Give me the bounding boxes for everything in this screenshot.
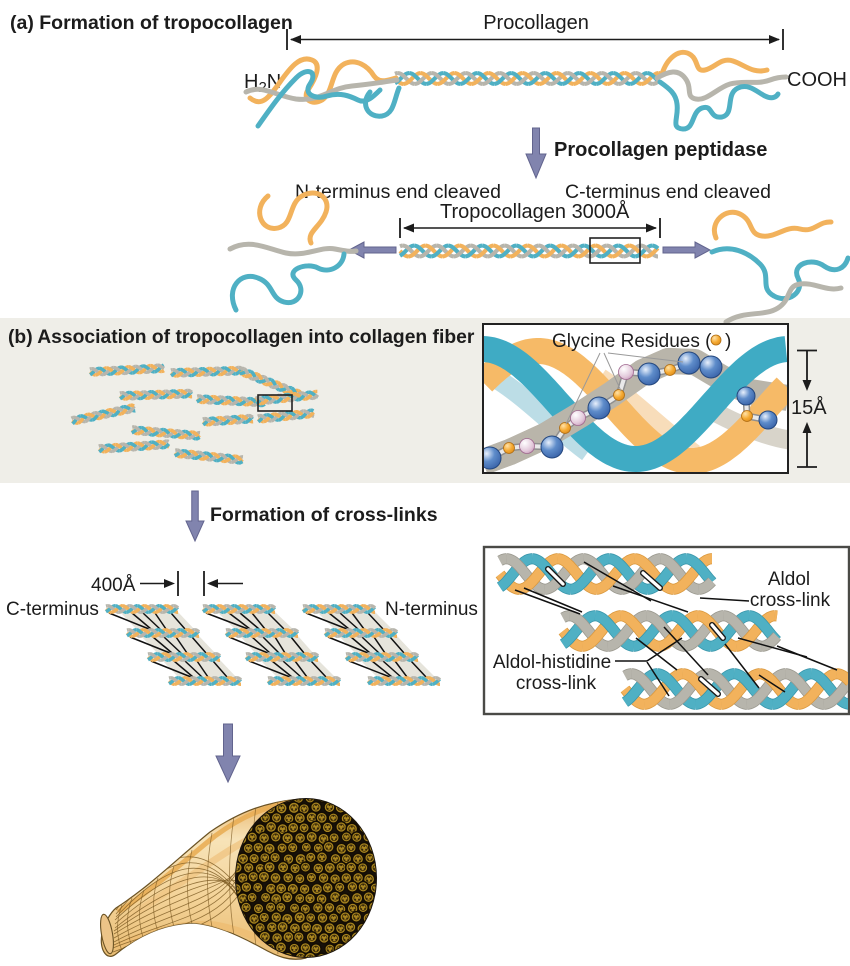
svg-text:C-terminus: C-terminus <box>6 599 99 620</box>
svg-text:): ) <box>725 331 731 352</box>
svg-text:cross-link: cross-link <box>516 673 597 694</box>
svg-text:Formation of cross-links: Formation of cross-links <box>210 504 438 526</box>
svg-text:Glycine Residues (: Glycine Residues ( <box>552 331 712 352</box>
svg-text:Tropocollagen 3000Å: Tropocollagen 3000Å <box>440 200 630 223</box>
svg-text:Aldol: Aldol <box>768 569 810 590</box>
svg-text:400Å: 400Å <box>91 575 136 596</box>
svg-text:N-terminus end cleaved: N-terminus end cleaved <box>295 181 501 203</box>
svg-text:15Å: 15Å <box>791 396 827 419</box>
svg-text:N-terminus: N-terminus <box>385 599 478 620</box>
svg-text:C-terminus end cleaved: C-terminus end cleaved <box>565 181 771 203</box>
svg-text:Procollagen: Procollagen <box>483 12 589 34</box>
svg-text:COOH: COOH <box>787 69 847 91</box>
svg-text:Procollagen peptidase: Procollagen peptidase <box>554 139 767 161</box>
svg-text:(b) Association of tropocollag: (b) Association of tropocollagen into co… <box>8 327 475 348</box>
svg-text:Aldol-histidine: Aldol-histidine <box>493 652 611 673</box>
svg-text:(a) Formation of tropocollagen: (a) Formation of tropocollagen <box>10 12 293 34</box>
svg-text:cross-link: cross-link <box>750 590 831 611</box>
